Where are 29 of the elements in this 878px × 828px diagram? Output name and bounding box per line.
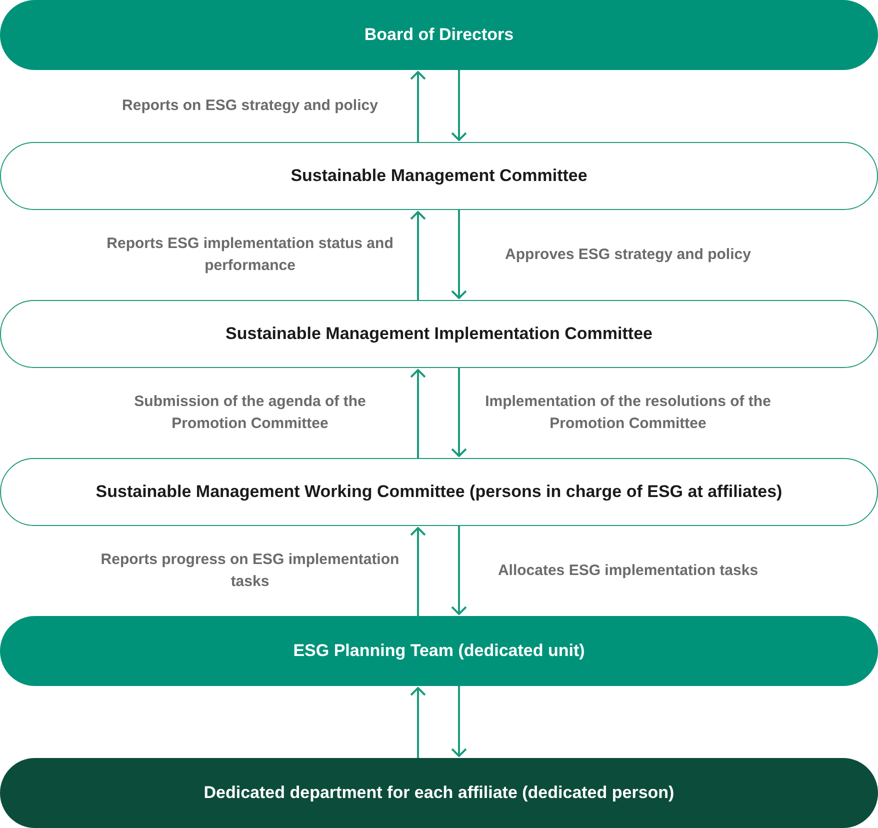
node-title: Board of Directors [364,24,514,46]
pill-box [0,616,878,686]
node-title: Dedicated department for each affiliate (dedicated person) [204,782,674,804]
pill-box [0,458,878,526]
edge-label: Submission of the agenda of the Promotion Committee [133,392,367,434]
pill-box [0,0,878,70]
pill-box [0,300,878,368]
arrow [410,211,426,300]
edge-label: Reports progress on ESG implementation tasks [100,550,400,592]
edge-label: Implementation of the resolutions of the Promotion Committee [484,392,772,434]
arrow [451,368,467,457]
arrow [451,210,467,299]
node-title: Sustainable Management Implementation Committee [226,323,652,346]
arrow [410,369,426,458]
arrow [410,687,426,758]
pill-box [0,142,878,210]
arrow [410,71,426,142]
arrow [451,70,467,141]
node-title: Sustainable Management Committee [290,165,588,188]
arrow [451,526,467,615]
edge-label: Allocates ESG implementation tasks [498,561,758,581]
edge-label: Reports ESG implementation status and performance [106,234,394,276]
node-title: Sustainable Management Working Committee (persons in charge of ESG at affiliates) [96,481,782,504]
node-title: ESG Planning Team (dedicated unit) [293,640,585,662]
arrow [451,686,467,757]
edge-label: Reports on ESG strategy and policy [122,96,378,116]
pill-box [0,758,878,828]
arrow [410,527,426,616]
edge-label: Approves ESG strategy and policy [505,245,751,265]
